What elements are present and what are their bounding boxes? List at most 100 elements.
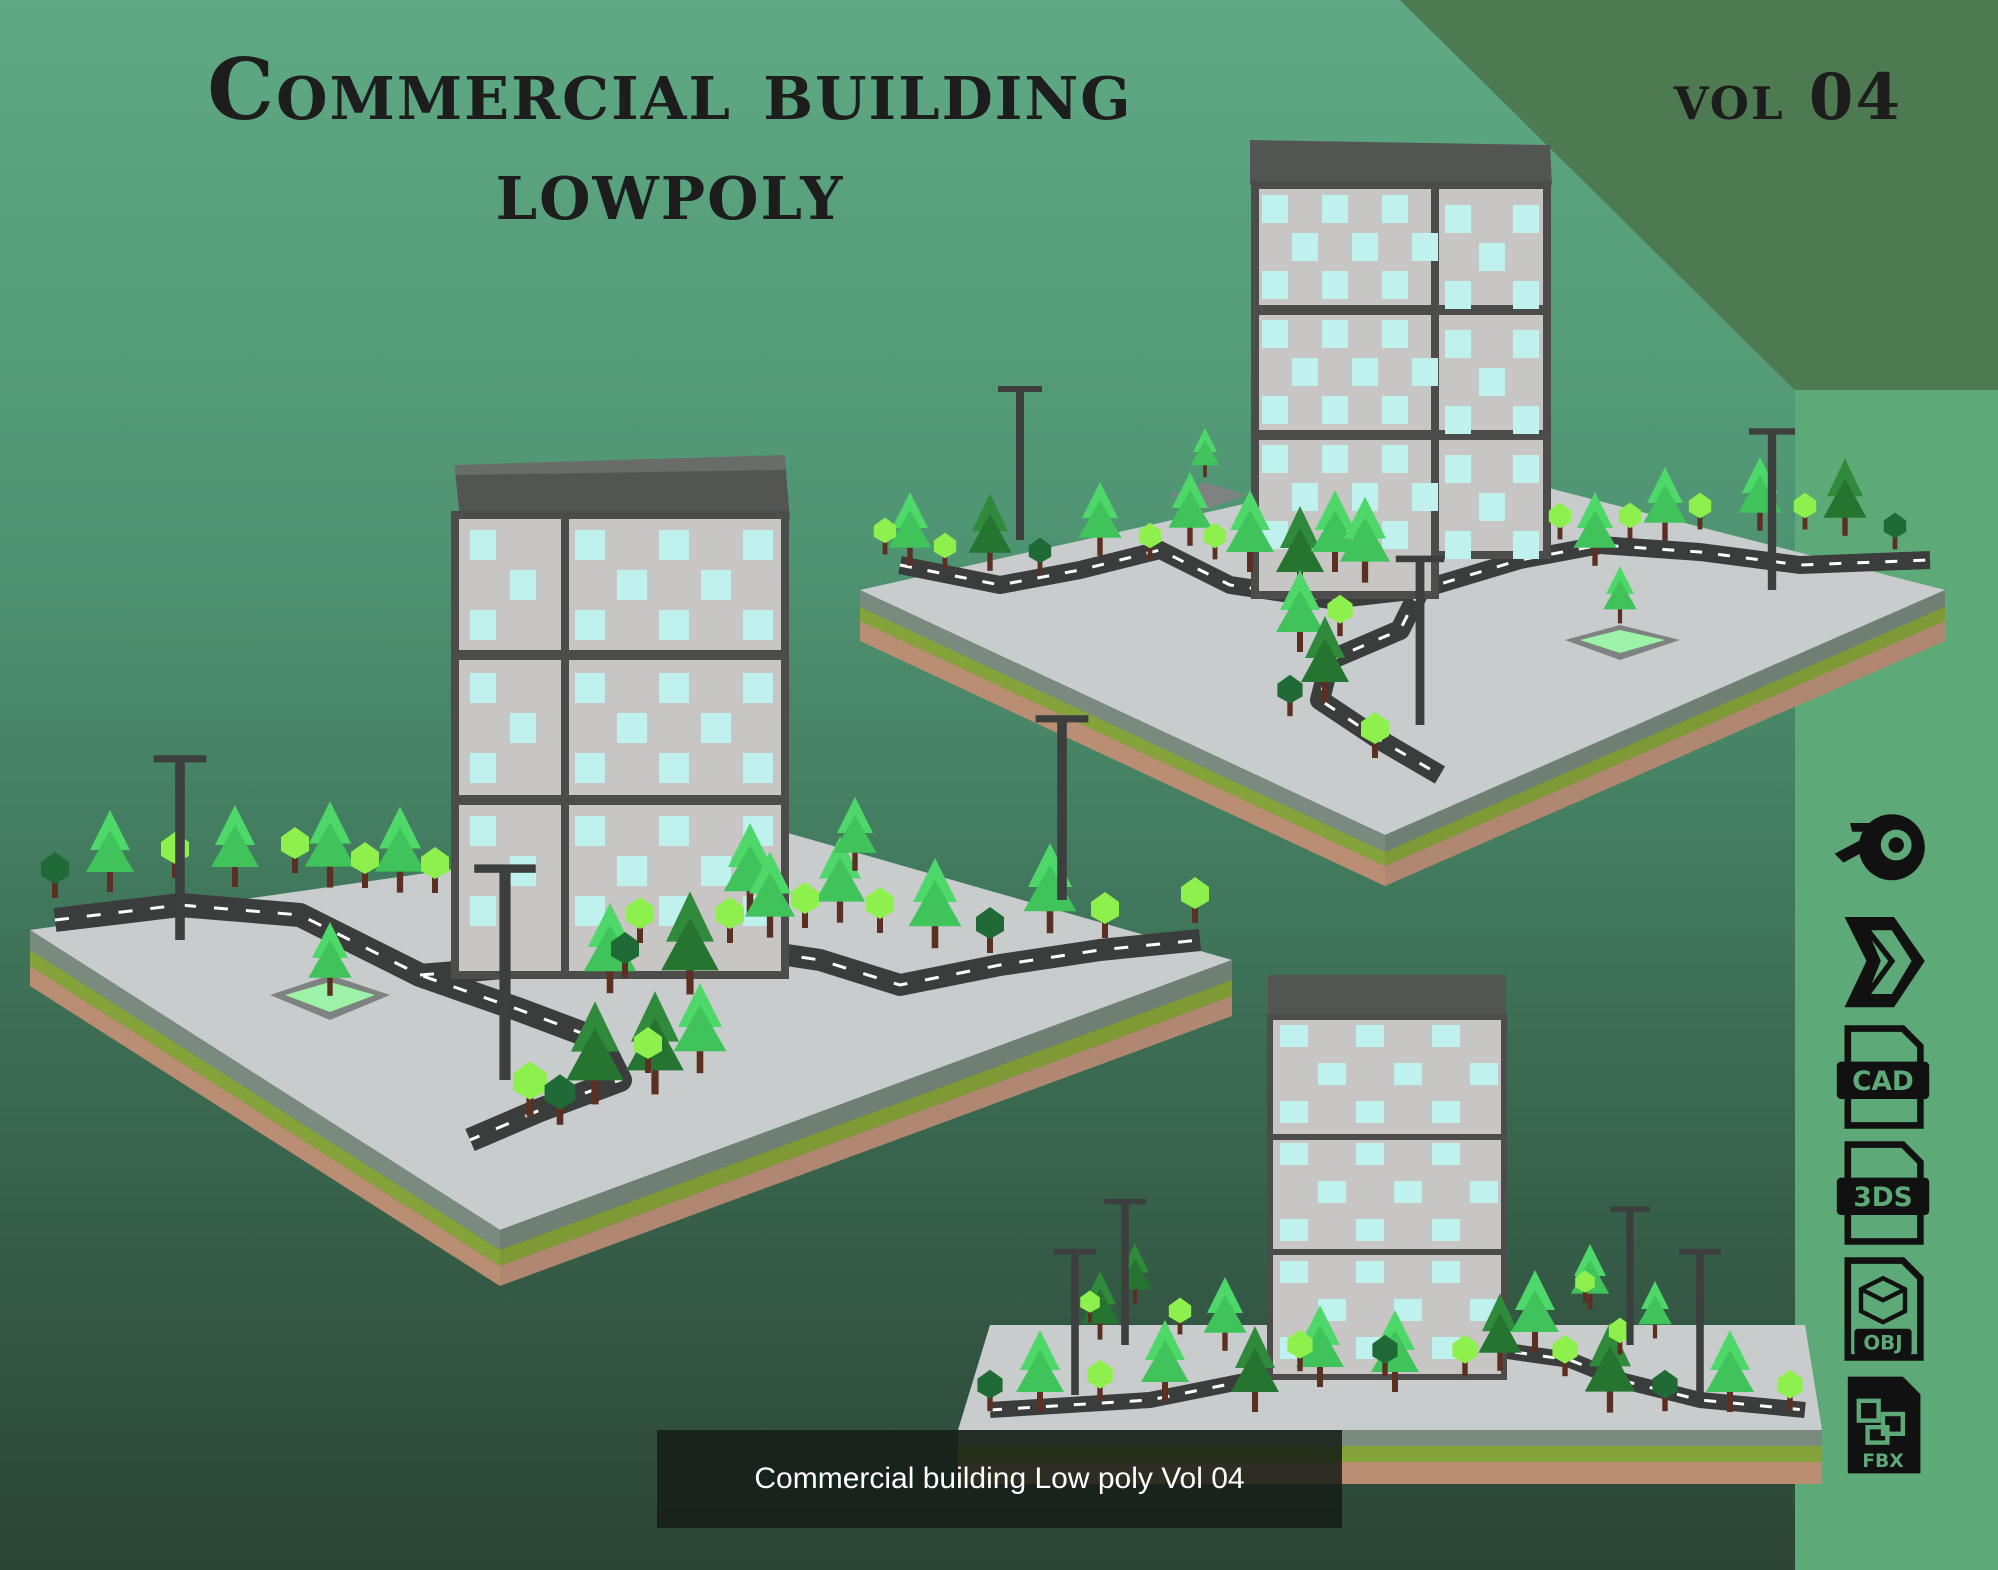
window bbox=[1479, 493, 1505, 521]
format-icon-column: CAD 3DS OBJ FBX bbox=[1818, 790, 1948, 1486]
window bbox=[1382, 320, 1408, 348]
window bbox=[575, 816, 605, 846]
window bbox=[1352, 233, 1378, 261]
window bbox=[510, 713, 536, 743]
window bbox=[659, 530, 689, 560]
window bbox=[1318, 1181, 1346, 1203]
window bbox=[1262, 320, 1288, 348]
bush-tree bbox=[281, 827, 309, 873]
window bbox=[1394, 1063, 1422, 1085]
window bbox=[617, 713, 647, 743]
window bbox=[1322, 195, 1348, 223]
window bbox=[1382, 445, 1408, 473]
window bbox=[1513, 406, 1539, 434]
window bbox=[470, 753, 496, 783]
window bbox=[659, 673, 689, 703]
bush-tree bbox=[873, 517, 897, 555]
window bbox=[1445, 281, 1471, 309]
window bbox=[1280, 1025, 1308, 1047]
window bbox=[510, 570, 536, 600]
window bbox=[1432, 1143, 1460, 1165]
window bbox=[743, 673, 773, 703]
window bbox=[1352, 358, 1378, 386]
window bbox=[743, 610, 773, 640]
window bbox=[701, 856, 731, 886]
window bbox=[1356, 1143, 1384, 1165]
window bbox=[617, 856, 647, 886]
3ds-icon: 3DS bbox=[1836, 1141, 1930, 1245]
window bbox=[1382, 271, 1408, 299]
cad-icon: CAD bbox=[1836, 1025, 1930, 1129]
pine-tree bbox=[86, 810, 134, 892]
window bbox=[1356, 1101, 1384, 1123]
window bbox=[1445, 531, 1471, 559]
window bbox=[1382, 396, 1408, 424]
window bbox=[1412, 483, 1438, 511]
window bbox=[743, 530, 773, 560]
window bbox=[1280, 1219, 1308, 1241]
window bbox=[1479, 243, 1505, 271]
window bbox=[701, 713, 731, 743]
3ds-icon-label: 3DS bbox=[1853, 1182, 1912, 1213]
window bbox=[1322, 271, 1348, 299]
window bbox=[1445, 330, 1471, 358]
window bbox=[1445, 406, 1471, 434]
pine-tree bbox=[1190, 428, 1220, 478]
bush-tree bbox=[161, 832, 189, 878]
window bbox=[659, 753, 689, 783]
window bbox=[470, 816, 496, 846]
window bbox=[1394, 1299, 1422, 1321]
fbx-icon-label: FBX bbox=[1862, 1451, 1904, 1472]
page-title: Commercial building lowpoly bbox=[100, 40, 1240, 240]
window bbox=[1356, 1219, 1384, 1241]
window bbox=[575, 896, 605, 926]
pine-tree bbox=[1823, 458, 1867, 536]
window bbox=[1513, 531, 1539, 559]
scene-top-right-windows bbox=[1262, 195, 1539, 559]
window bbox=[1382, 521, 1408, 549]
window bbox=[1322, 396, 1348, 424]
window bbox=[743, 753, 773, 783]
window bbox=[1262, 195, 1288, 223]
window bbox=[1470, 1181, 1498, 1203]
fbx-icon: FBX bbox=[1847, 1376, 1921, 1474]
window bbox=[575, 610, 605, 640]
window bbox=[1322, 445, 1348, 473]
window bbox=[1445, 455, 1471, 483]
caption-bar: Commercial building Low poly Vol 04 bbox=[657, 1430, 1342, 1528]
window bbox=[1513, 330, 1539, 358]
cad-icon-label: CAD bbox=[1852, 1066, 1914, 1097]
pine-tree bbox=[211, 805, 259, 887]
window bbox=[1412, 358, 1438, 386]
window bbox=[1513, 455, 1539, 483]
pine-tree bbox=[304, 801, 356, 888]
bush-tree bbox=[1883, 512, 1907, 550]
window bbox=[470, 896, 496, 926]
window bbox=[575, 753, 605, 783]
obj-icon: OBJ bbox=[1844, 1257, 1924, 1361]
window bbox=[1262, 396, 1288, 424]
street-lamp bbox=[998, 386, 1042, 540]
window bbox=[470, 610, 496, 640]
blender-icon bbox=[1834, 814, 1925, 881]
window bbox=[1262, 271, 1288, 299]
window bbox=[1382, 195, 1408, 223]
window bbox=[617, 570, 647, 600]
window bbox=[1292, 358, 1318, 386]
window bbox=[659, 610, 689, 640]
bush-tree bbox=[1181, 877, 1209, 923]
3dsmax-icon bbox=[1844, 917, 1925, 1008]
window bbox=[470, 673, 496, 703]
window bbox=[1470, 1063, 1498, 1085]
window bbox=[1432, 1219, 1460, 1241]
window bbox=[1432, 1025, 1460, 1047]
window bbox=[1412, 233, 1438, 261]
window bbox=[1280, 1261, 1308, 1283]
window bbox=[1280, 1143, 1308, 1165]
bush-tree bbox=[1793, 492, 1817, 530]
window bbox=[1356, 1025, 1384, 1047]
volume-label: vol 04 bbox=[1673, 60, 1902, 135]
window bbox=[1280, 1101, 1308, 1123]
title-line-2: lowpoly bbox=[495, 140, 845, 239]
